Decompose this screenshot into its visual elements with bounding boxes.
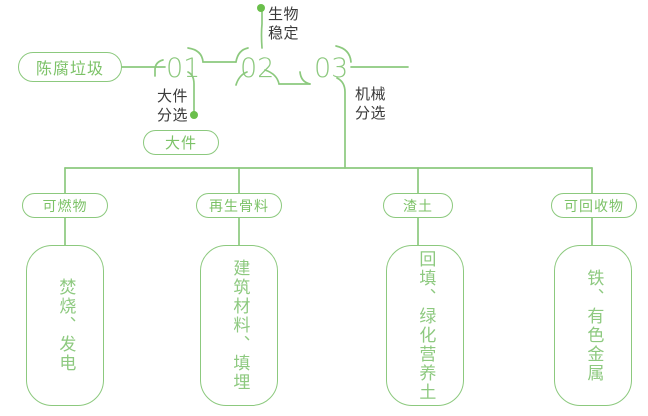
arc-01-left (154, 59, 164, 77)
annotation-mechanical-sorting: 机械 分选 (355, 86, 387, 122)
node-output-bulky[interactable]: 大件 (143, 130, 219, 155)
destination-label-3: 回填、绿化营养土 (416, 249, 436, 402)
wire-03-to-bus (336, 77, 346, 169)
arc-03-top (335, 45, 352, 63)
dot-bio (257, 4, 265, 12)
arc-03-left (299, 71, 311, 85)
stage-number-01[interactable]: 01 (166, 53, 201, 84)
arc-02-left-tail (235, 71, 248, 86)
destination-label-4: 铁、有色金属 (584, 268, 604, 383)
stage-number-03[interactable]: 03 (314, 53, 349, 84)
node-destination-backfill-soil[interactable]: 回填、绿化营养土 (386, 245, 464, 406)
annotation-bio-stabilization: 生物 稳定 (268, 6, 300, 42)
stage-number-02[interactable]: 02 (240, 53, 275, 84)
dot-bulky (190, 111, 198, 119)
annotation-bulky-sorting: 大件 分选 (156, 88, 188, 124)
arc-02-left (235, 47, 249, 63)
node-category-combustible[interactable]: 可燃物 (22, 193, 108, 218)
arc-01-right (187, 47, 237, 63)
destination-label-1: 焚烧、发电 (56, 278, 76, 373)
wire-01-to-bulky (187, 71, 195, 113)
arc-02-right (264, 69, 311, 85)
node-category-recycled-aggregate[interactable]: 再生骨料 (196, 193, 282, 218)
destination-label-2: 建筑材料、填埋 (230, 259, 250, 392)
wire-02-to-bio (260, 11, 263, 49)
node-category-residue-soil[interactable]: 渣土 (383, 193, 453, 218)
node-category-recyclables[interactable]: 可回收物 (551, 193, 637, 218)
node-destination-building-material[interactable]: 建筑材料、填埋 (200, 245, 278, 406)
node-destination-incineration[interactable]: 焚烧、发电 (26, 245, 104, 406)
node-root-waste[interactable]: 陈腐垃圾 (18, 52, 122, 82)
node-destination-metals[interactable]: 铁、有色金属 (554, 245, 632, 406)
